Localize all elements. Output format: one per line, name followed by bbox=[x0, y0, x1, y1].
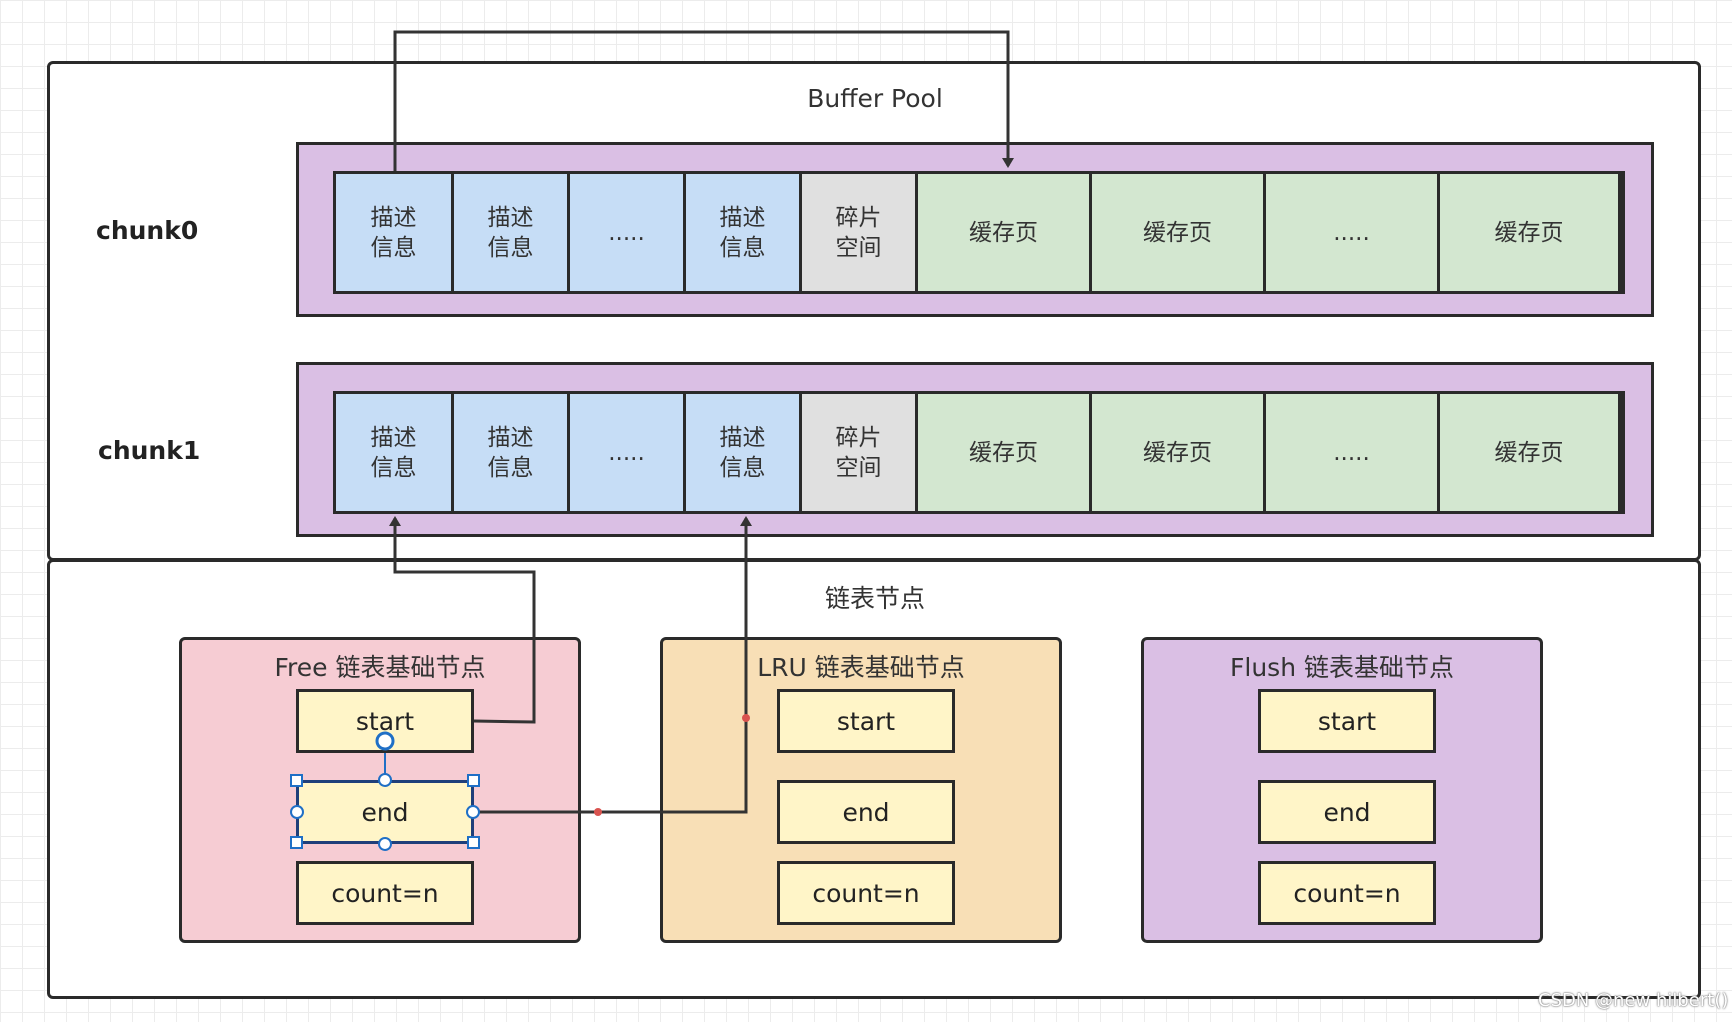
lru-start-field: start bbox=[777, 689, 955, 753]
chunk0-cell-cache: 缓存页 bbox=[1440, 174, 1618, 291]
buffer-pool-title: Buffer Pool bbox=[807, 84, 943, 113]
waypoint-dot bbox=[742, 714, 750, 722]
chunk0-cell-cache: 缓存页 bbox=[1092, 174, 1266, 291]
chunk1-cell-desc: 描述 信息 bbox=[336, 394, 454, 511]
chunk0-label: chunk0 bbox=[96, 216, 199, 245]
chunk0-cell-desc: 描述 信息 bbox=[454, 174, 570, 291]
connect-handle-top[interactable] bbox=[378, 773, 392, 787]
resize-handle-nw[interactable] bbox=[290, 774, 303, 787]
descriptor-to-cache-arrow bbox=[393, 30, 1014, 171]
chunk0-cell-cache: 缓存页 bbox=[918, 174, 1092, 291]
connect-handle-right[interactable] bbox=[466, 805, 480, 819]
chunk1-label: chunk1 bbox=[98, 436, 201, 465]
free-count-field: count=n bbox=[296, 861, 474, 925]
chunk1-cell-cache: ..... bbox=[1266, 394, 1440, 511]
flush-count-field: count=n bbox=[1258, 861, 1436, 925]
lru-end-field: end bbox=[777, 780, 955, 844]
connect-handle-bottom[interactable] bbox=[378, 837, 392, 851]
lru-list-title: LRU 链表基础节点 bbox=[757, 653, 965, 682]
resize-handle-se[interactable] bbox=[467, 836, 480, 849]
resize-handle-ne[interactable] bbox=[467, 774, 480, 787]
free-end-arrow bbox=[474, 516, 752, 814]
rotate-handle[interactable] bbox=[375, 731, 395, 751]
chunk0-row: 描述 信息描述 信息.....描述 信息碎片 空间缓存页缓存页.....缓存页 bbox=[333, 171, 1625, 294]
chunk1-cell-cache: 缓存页 bbox=[1440, 394, 1618, 511]
waypoint-dot bbox=[594, 808, 602, 816]
chunk0-cell-desc: ..... bbox=[570, 174, 686, 291]
chunk0-cell-cache: ..... bbox=[1266, 174, 1440, 291]
chunk1-cell-cache: 缓存页 bbox=[918, 394, 1092, 511]
chunk1-cell-desc: ..... bbox=[570, 394, 686, 511]
chunk1-cell-desc: 描述 信息 bbox=[686, 394, 802, 511]
free-start-arrow bbox=[389, 516, 536, 724]
resize-handle-sw[interactable] bbox=[290, 836, 303, 849]
list-nodes-title: 链表节点 bbox=[824, 584, 925, 613]
chunk1-cell-desc: 描述 信息 bbox=[454, 394, 570, 511]
flush-start-field: start bbox=[1258, 689, 1436, 753]
chunk1-cell-frag: 碎片 空间 bbox=[802, 394, 918, 511]
flush-end-field: end bbox=[1258, 780, 1436, 844]
free-end-field[interactable]: end bbox=[296, 780, 474, 844]
selection-handles[interactable] bbox=[290, 731, 480, 851]
lru-count-field: count=n bbox=[777, 861, 955, 925]
chunk0-cell-desc: 描述 信息 bbox=[336, 174, 454, 291]
free-list-title: Free 链表基础节点 bbox=[274, 653, 486, 682]
connect-handle-left[interactable] bbox=[290, 805, 304, 819]
watermark: CSDN @new hilbert() bbox=[1538, 990, 1729, 1011]
chunk0-cell-desc: 描述 信息 bbox=[686, 174, 802, 291]
flush-list-title: Flush 链表基础节点 bbox=[1230, 653, 1454, 682]
chunk1-row: 描述 信息描述 信息.....描述 信息碎片 空间缓存页缓存页.....缓存页 bbox=[333, 391, 1625, 514]
chunk0-cell-frag: 碎片 空间 bbox=[802, 174, 918, 291]
chunk1-cell-cache: 缓存页 bbox=[1092, 394, 1266, 511]
